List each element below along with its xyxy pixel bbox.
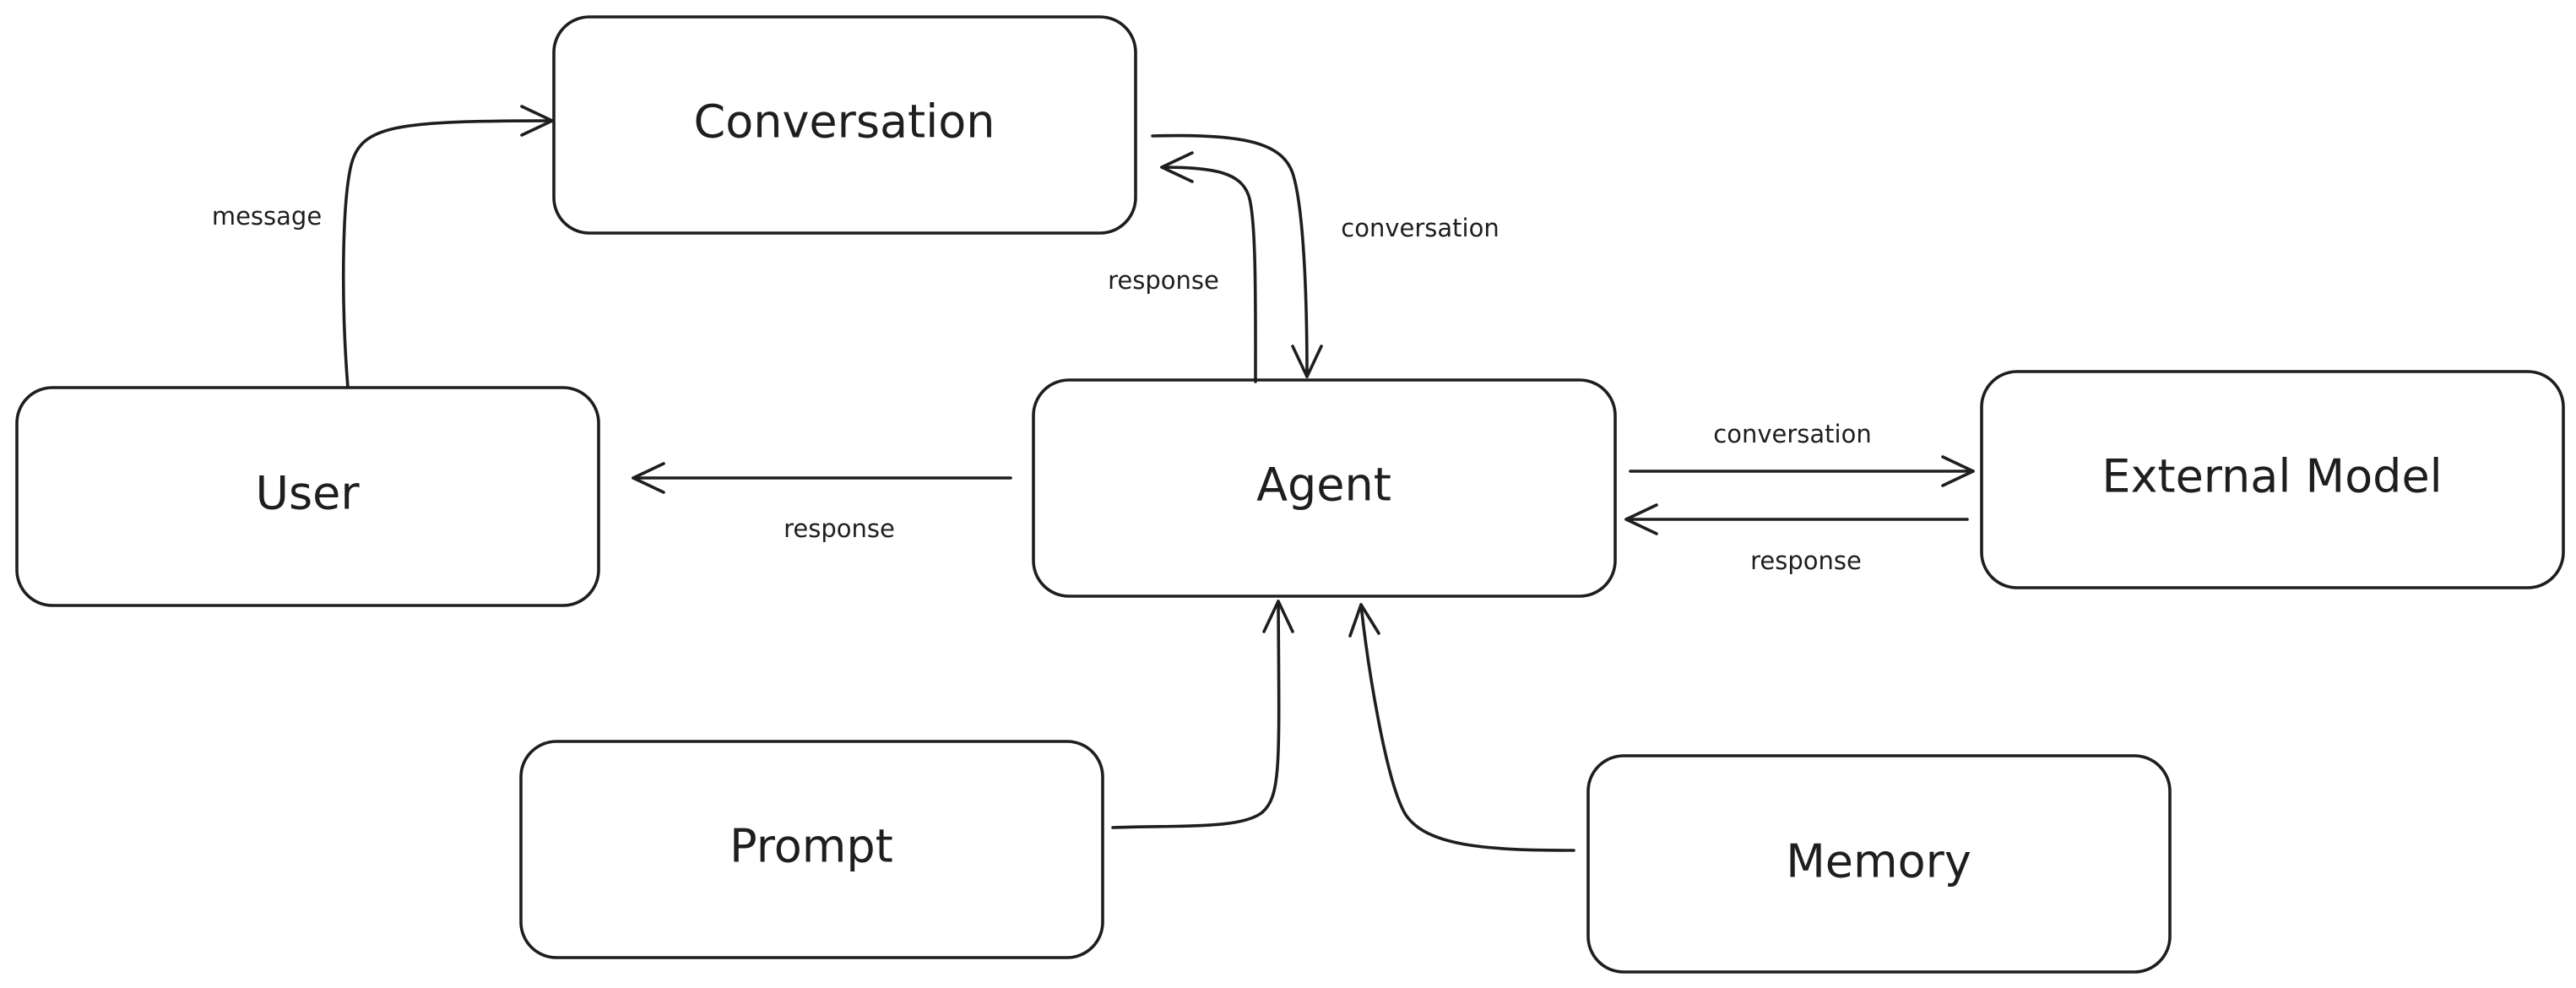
arrowhead-icon bbox=[632, 462, 665, 494]
edge-agent-to-external-model: conversation bbox=[1629, 420, 1975, 487]
arrowhead-icon bbox=[1624, 503, 1658, 535]
node-user-label: User bbox=[255, 467, 360, 520]
node-external-model: External Model bbox=[1980, 370, 2565, 589]
edge-user-to-conversation: message bbox=[212, 105, 554, 389]
edge-conversation-to-agent: conversation bbox=[1151, 133, 1500, 378]
edge-agent-to-conversation: response bbox=[1108, 151, 1257, 383]
node-memory: Memory bbox=[1586, 754, 2172, 974]
edge-agent-to-conversation-label: response bbox=[1108, 266, 1219, 295]
edge-user-to-conversation-label: message bbox=[212, 202, 322, 231]
arrowhead-icon bbox=[1160, 151, 1194, 183]
arrowhead-icon bbox=[1348, 603, 1380, 638]
node-conversation: Conversation bbox=[552, 15, 1137, 235]
node-conversation-label: Conversation bbox=[693, 95, 995, 149]
edge-prompt-to-agent bbox=[1111, 600, 1294, 829]
node-memory-label: Memory bbox=[1786, 835, 1971, 888]
arrowhead-icon bbox=[520, 105, 554, 137]
node-user: User bbox=[15, 386, 600, 607]
node-agent: Agent bbox=[1032, 378, 1617, 598]
edge-conversation-to-agent-label: conversation bbox=[1341, 214, 1499, 242]
edge-external-model-to-agent: response bbox=[1624, 503, 1969, 575]
edge-agent-to-external-model-label: conversation bbox=[1713, 420, 1871, 448]
edge-external-model-to-agent-label: response bbox=[1750, 546, 1862, 575]
node-prompt-label: Prompt bbox=[729, 820, 893, 873]
node-external-model-label: External Model bbox=[2101, 450, 2442, 503]
edge-memory-to-agent bbox=[1348, 603, 1575, 852]
arrowhead-icon bbox=[1941, 455, 1975, 487]
edge-agent-to-user-label: response bbox=[784, 514, 895, 543]
node-prompt: Prompt bbox=[519, 740, 1104, 959]
arrowhead-icon bbox=[1262, 600, 1294, 633]
arrowhead-icon bbox=[1291, 345, 1323, 378]
edge-agent-to-user: response bbox=[632, 462, 1012, 543]
node-agent-label: Agent bbox=[1256, 459, 1391, 512]
